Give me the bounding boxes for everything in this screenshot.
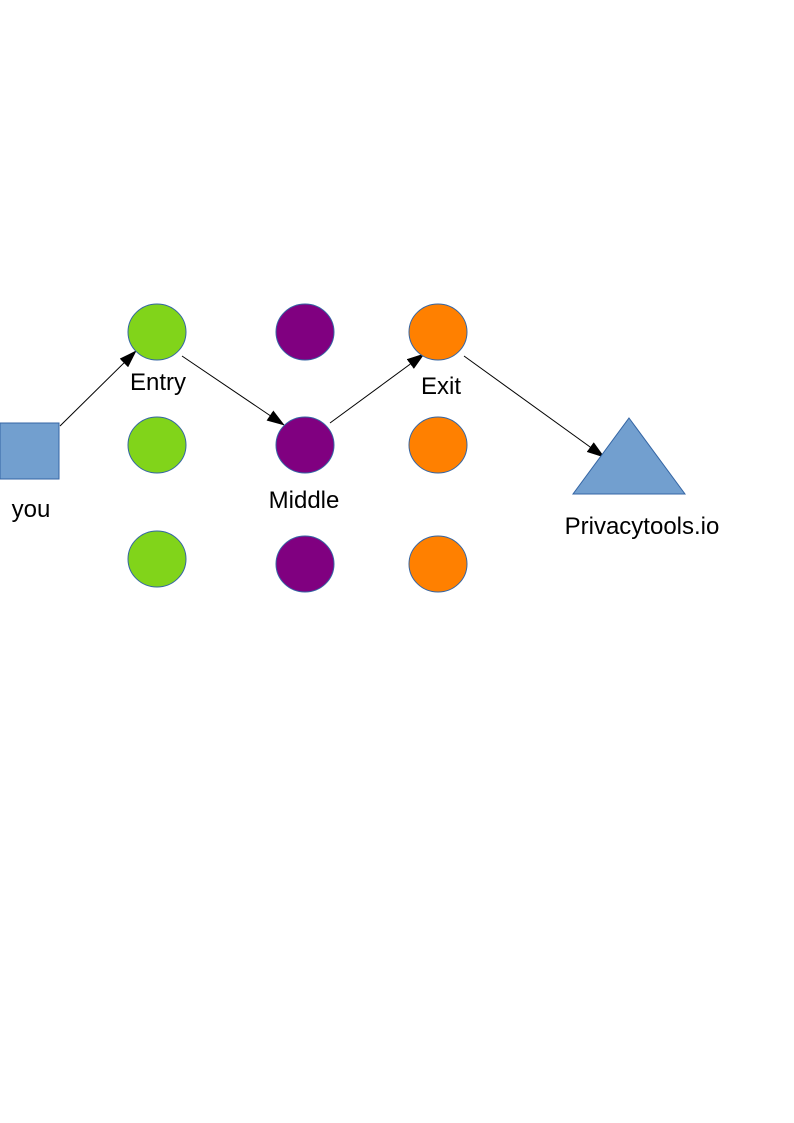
entry-node-3: [127, 530, 187, 588]
arrow-entry-to-middle: [181, 355, 285, 426]
exit-node-3: [408, 535, 468, 593]
exit-node-2: [408, 416, 468, 474]
exit-node-1: [408, 303, 468, 361]
destination-triangle: [572, 417, 686, 495]
destination-label: Privacytools.io: [565, 513, 720, 540]
entry-node-2: [127, 416, 187, 474]
middle-node-2: [275, 416, 335, 474]
arrow-exit-to-destination: [463, 355, 605, 458]
entry-nodes: [127, 303, 187, 588]
exit-nodes: [408, 303, 468, 593]
exit-label: Exit: [421, 373, 461, 400]
middle-node-3: [275, 535, 335, 593]
entry-label: Entry: [130, 369, 186, 396]
arrow-you-to-entry: [59, 350, 137, 427]
entry-node-1: [127, 303, 187, 361]
you-label: you: [12, 496, 51, 523]
connector-arrows: [59, 350, 605, 458]
you-node-square: [0, 422, 60, 480]
middle-label: Middle: [269, 487, 340, 514]
middle-node-1: [275, 303, 335, 361]
middle-nodes: [275, 303, 335, 593]
arrow-middle-to-exit: [329, 353, 425, 424]
